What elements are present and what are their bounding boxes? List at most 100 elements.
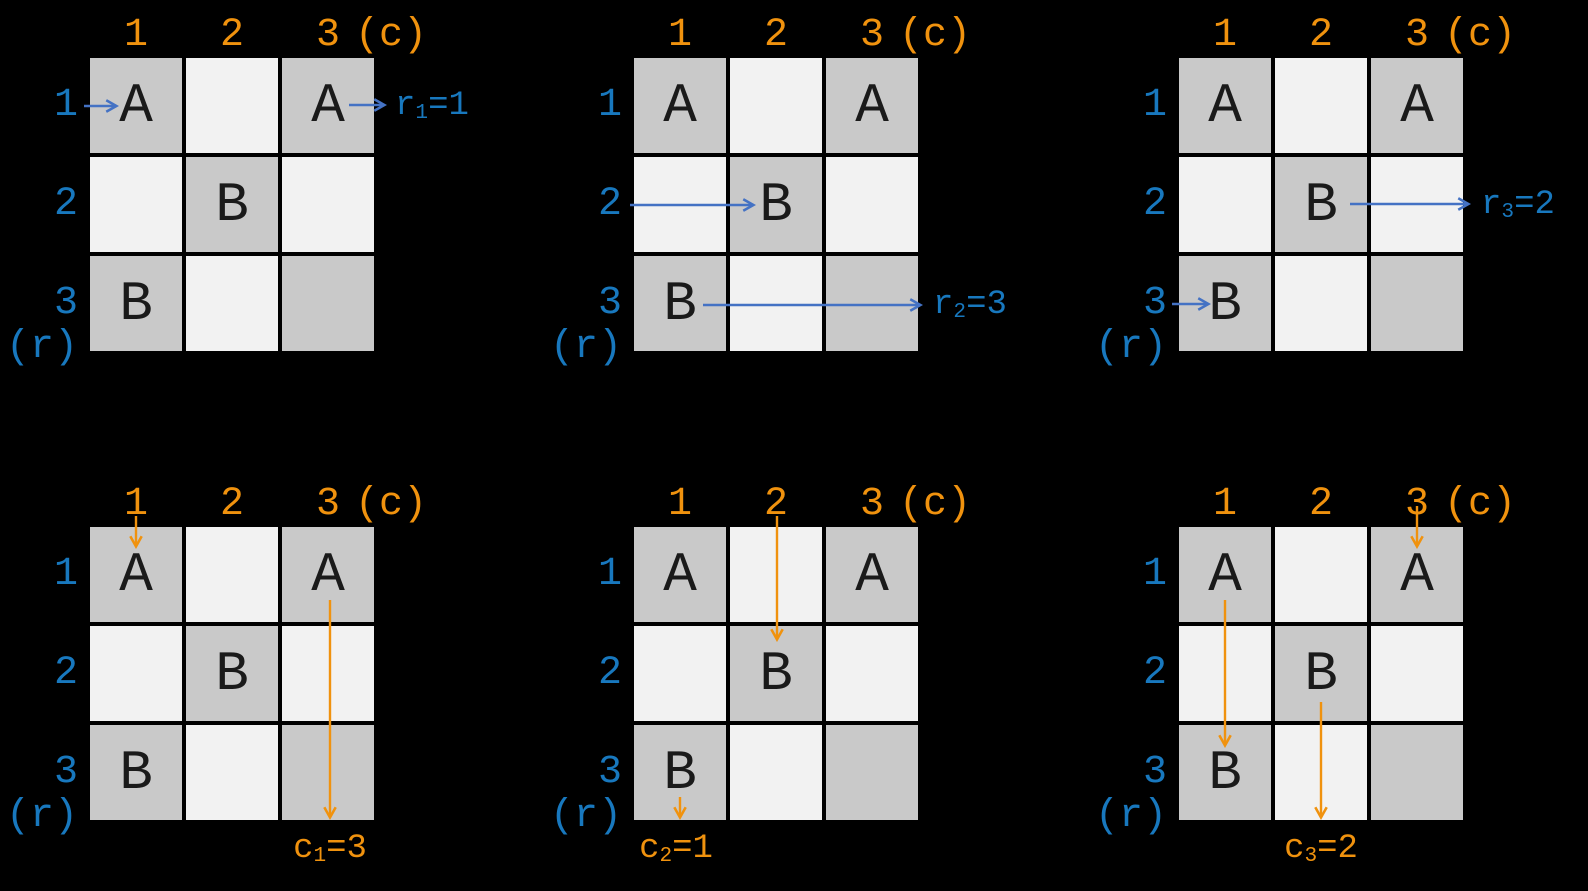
annotation-c2: c2=1 (639, 830, 713, 868)
cell-r1c2 (1275, 58, 1367, 153)
col-header-1: 1 (667, 482, 692, 527)
col-header-2: 2 (1308, 13, 1333, 58)
cell-r3c2 (1275, 725, 1367, 820)
col-header-3: 3 (1404, 13, 1429, 58)
cell-r2c2: B (730, 157, 822, 252)
cell-r2c2: B (1275, 626, 1367, 721)
col-header-3: 3 (315, 482, 340, 527)
cell-r1c2 (186, 58, 278, 153)
col-axis-label: (c) (1444, 13, 1517, 58)
cell-r1c1: A (1179, 527, 1271, 622)
row-header-2: 2 (597, 182, 622, 227)
cell-r2c2: B (186, 626, 278, 721)
grid-board: A A B B (634, 58, 918, 351)
row-header-3: 3 (53, 281, 78, 326)
cell-r2c2: B (730, 626, 822, 721)
cell-r2c1 (634, 626, 726, 721)
row-axis-label: (r) (549, 794, 622, 839)
row-header-2: 2 (597, 651, 622, 696)
row-header-2: 2 (1142, 651, 1167, 696)
row-header-2: 2 (53, 182, 78, 227)
cell-r3c2 (186, 725, 278, 820)
cell-r3c1: B (90, 256, 182, 351)
row-header-3: 3 (1142, 750, 1167, 795)
cell-r1c2 (730, 58, 822, 153)
col-header-1: 1 (1212, 482, 1237, 527)
col-header-1: 1 (123, 13, 148, 58)
cell-r2c3 (282, 626, 374, 721)
row-header-1: 1 (597, 552, 622, 597)
col-header-3: 3 (859, 482, 884, 527)
cell-r2c1 (634, 157, 726, 252)
col-axis-label: (c) (355, 482, 428, 527)
row-header-2: 2 (53, 651, 78, 696)
row-header-1: 1 (53, 83, 78, 128)
cell-r3c3 (826, 256, 918, 351)
cell-r1c2 (186, 527, 278, 622)
cell-r3c1: B (1179, 256, 1271, 351)
row-header-3: 3 (597, 750, 622, 795)
cell-r3c1: B (90, 725, 182, 820)
col-header-1: 1 (667, 13, 692, 58)
cell-r1c3: A (282, 527, 374, 622)
col-axis-label: (c) (899, 13, 972, 58)
row-header-3: 3 (597, 281, 622, 326)
cell-r1c3: A (1371, 527, 1463, 622)
col-header-2: 2 (763, 482, 788, 527)
cell-r1c2 (730, 527, 822, 622)
grid-panel-top-middle: 1 2 3 (c) 1 2 3 (r) A A B B (534, 13, 1134, 370)
col-header-2: 2 (763, 13, 788, 58)
col-header-3: 3 (859, 13, 884, 58)
cell-r2c3 (826, 626, 918, 721)
grid-panel-top-left: 1 2 3 (c) 1 2 3 (r) A A B B (0, 13, 590, 370)
grid-board: A A B B (634, 527, 918, 820)
cell-r3c2 (1275, 256, 1367, 351)
cell-r3c2 (186, 256, 278, 351)
row-axis-label: (r) (1094, 325, 1167, 370)
cell-r1c1: A (634, 58, 726, 153)
cell-r2c3 (826, 157, 918, 252)
row-header-1: 1 (1142, 83, 1167, 128)
cell-r1c2 (1275, 527, 1367, 622)
cell-r1c1: A (1179, 58, 1271, 153)
grid-panel-bottom-middle: 1 2 3 (c) 1 2 3 (r) A A B B (534, 482, 1134, 839)
cell-r2c1 (1179, 157, 1271, 252)
cell-r3c3 (1371, 256, 1463, 351)
cell-r2c1 (1179, 626, 1271, 721)
cell-r3c3 (1371, 725, 1463, 820)
row-axis-label: (r) (5, 794, 78, 839)
row-axis-label: (r) (549, 325, 622, 370)
cell-r2c3 (1371, 626, 1463, 721)
annotation-r3: r3=2 (1481, 186, 1555, 224)
row-header-2: 2 (1142, 182, 1167, 227)
col-axis-label: (c) (899, 482, 972, 527)
row-header-1: 1 (1142, 552, 1167, 597)
col-header-2: 2 (1308, 482, 1333, 527)
annotation-r1: r1=1 (395, 87, 469, 125)
cell-r2c2: B (1275, 157, 1367, 252)
cell-r3c2 (730, 256, 822, 351)
row-header-1: 1 (597, 83, 622, 128)
cell-r3c3 (282, 256, 374, 351)
grid-board: A A B B (90, 58, 374, 351)
cell-r3c1: B (1179, 725, 1271, 820)
grid-board: A A B B (1179, 58, 1463, 351)
cell-r1c3: A (1371, 58, 1463, 153)
cell-r1c1: A (90, 527, 182, 622)
cell-r2c2: B (186, 157, 278, 252)
annotation-c1: c1=3 (293, 830, 367, 868)
grid-board: A A B B (1179, 527, 1463, 820)
cell-r1c3: A (282, 58, 374, 153)
row-header-3: 3 (1142, 281, 1167, 326)
cell-r3c3 (282, 725, 374, 820)
cell-r3c3 (826, 725, 918, 820)
col-axis-label: (c) (1444, 482, 1517, 527)
grid-panel-bottom-right: 1 2 3 (c) 1 2 3 (r) A A B B (1079, 482, 1588, 839)
col-axis-label: (c) (355, 13, 428, 58)
col-header-1: 1 (123, 482, 148, 527)
grid-panel-bottom-left: 1 2 3 (c) 1 2 3 (r) A A B B (0, 482, 590, 839)
col-header-1: 1 (1212, 13, 1237, 58)
cell-r2c1 (90, 626, 182, 721)
cell-r1c1: A (90, 58, 182, 153)
